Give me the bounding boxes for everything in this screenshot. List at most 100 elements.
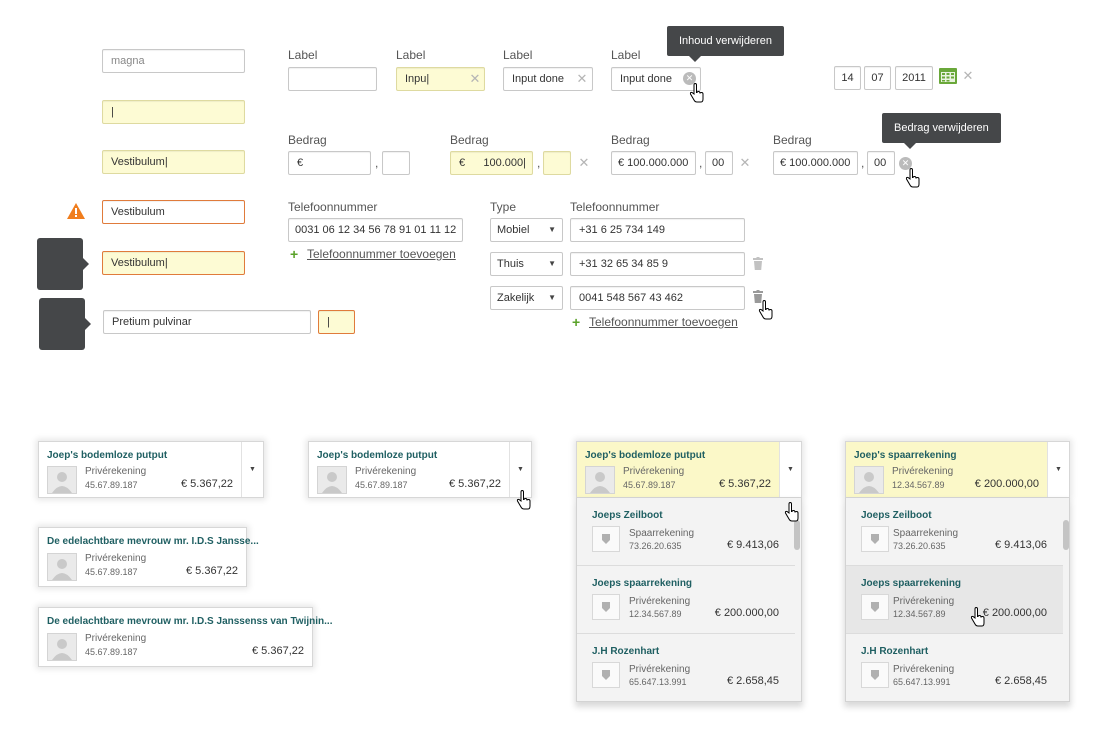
account-option[interactable]: Joeps spaarrekening Privérekening 12.34.… [577,566,795,634]
amount-input-done-hover[interactable]: € 100.000.000 [773,151,858,175]
warning-icon [67,203,85,219]
cents-input-empty[interactable] [382,151,410,175]
avatar-icon [317,466,347,494]
account-number: 45.67.89.187 [623,480,676,490]
text-input-focused-filled[interactable]: Vestibulum| [102,150,245,174]
label-input-typing[interactable]: Inpu| [396,67,485,91]
hand-cursor-icon [784,502,799,522]
plus-icon: + [290,246,299,262]
account-amount: € 9.413,06 [995,539,1047,551]
trash-icon[interactable] [753,257,763,270]
field-label: Bedrag [288,133,327,147]
text-input-error-focused[interactable]: Vestibulum| [102,251,245,275]
account-dropdown-list: Joeps Zeilboot Spaarrekening 73.26.20.63… [845,498,1070,702]
clear-circle-icon[interactable]: ✕ [683,72,696,85]
account-option[interactable]: Joeps Zeilboot Spaarrekening 73.26.20.63… [577,498,795,566]
label-input-empty[interactable] [288,67,377,91]
phone-type-select[interactable]: Thuis▼ [490,252,563,276]
scrollbar-thumb[interactable] [794,520,800,550]
phone-number-input[interactable]: +31 32 65 34 85 9 [570,252,745,276]
account-name: J.H Rozenhart [592,646,660,657]
calendar-icon[interactable] [939,68,957,84]
cents-input-done-hover[interactable]: 00 [867,151,895,175]
shield-icon [861,662,889,688]
account-dropdown-list: Joeps Zeilboot Spaarrekening 73.26.20.63… [576,498,802,702]
account-name: J.H Rozenhart [861,646,929,657]
account-selector-wide[interactable]: De edelachtbare mevrouw mr. I.D.S Jansse… [38,607,332,667]
clear-circle-icon[interactable]: ✕ [899,157,912,170]
cents-input-focused[interactable] [543,151,571,175]
label-input-value: Inpu [405,73,427,85]
phone-number-input[interactable]: +31 6 25 734 149 [570,218,745,242]
account-number: 45.67.89.187 [85,480,138,490]
text-input-focused-empty[interactable]: | [102,100,245,124]
account-number: 45.67.89.187 [85,567,138,577]
account-number: 73.26.20.635 [629,541,682,551]
account-amount: € 5.367,22 [186,565,238,577]
decimal-comma: , [861,156,865,170]
phone-number-input[interactable]: 0041 548 567 43 462 [570,286,745,310]
date-month-input[interactable]: 07 [864,66,891,90]
date-day-input[interactable]: 14 [834,66,861,90]
amount-input-done[interactable]: € 100.000.000 [611,151,696,175]
account-type: Privérekening [893,664,955,675]
phone-type-select[interactable]: Mobiel▼ [490,218,563,242]
account-option[interactable]: J.H Rozenhart Privérekening 65.647.13.99… [846,634,1063,702]
trash-icon[interactable] [753,290,763,303]
dropdown-toggle[interactable]: ▼ [509,442,531,497]
dropdown-toggle[interactable]: ▼ [241,442,263,497]
shield-icon [861,594,889,620]
date-year-input[interactable]: 2011 [895,66,933,90]
phone-input-long[interactable]: 0031 06 12 34 56 78 91 01 11 12 [288,218,463,242]
field-label: Label [611,48,641,62]
shield-icon [861,526,889,552]
account-type: Privérekening [85,466,147,477]
field-label: Type [490,200,517,214]
account-number: 65.647.13.991 [629,677,687,687]
account-type: Privérekening [893,596,955,607]
hand-cursor-icon [905,168,920,188]
account-name: De edelachtbare mevrouw mr. I.D.S Jansse… [47,616,333,627]
text-input-placeholder[interactable]: magna [102,49,245,73]
phone-type-select[interactable]: Zakelijk▼ [490,286,563,310]
amount-typing-text: 100.000 [483,157,524,169]
account-selector-hover[interactable]: Joep's bodemloze putput Privérekening 45… [308,441,532,498]
avatar-icon [585,466,615,494]
clear-date-icon[interactable]: ✕ [962,68,974,83]
dropdown-toggle[interactable]: ▼ [779,442,801,497]
add-phone-link[interactable]: Telefoonnummer toevoegen [307,247,456,261]
field-label: Telefoonnummer [288,200,378,214]
account-selector-open[interactable]: Joep's spaarrekening Privérekening 12.34… [845,441,1070,498]
account-type: Spaarrekening [893,528,959,539]
clear-icon[interactable]: ✕ [576,71,588,86]
account-option-hover[interactable]: Joeps spaarrekening Privérekening 12.34.… [846,566,1063,634]
clear-icon[interactable]: ✕ [739,155,751,170]
account-option[interactable]: Joeps Zeilboot Spaarrekening 73.26.20.63… [846,498,1063,566]
label-input-done-hover[interactable]: Input done [611,67,701,91]
clear-icon[interactable]: ✕ [578,155,590,170]
account-number: 12.34.567.89 [893,609,946,619]
dropdown-toggle[interactable]: ▼ [1047,442,1069,497]
tooltip-clear-amount: Bedrag verwijderen [882,113,1001,149]
amount-input-typing[interactable]: € 100.000| [450,151,533,175]
text-input-error[interactable]: Vestibulum [102,200,245,224]
clear-icon[interactable]: ✕ [469,71,481,86]
cents-input-done[interactable]: 00 [705,151,733,175]
amount-input-empty[interactable]: € [288,151,371,175]
account-selector[interactable]: Joep's bodemloze putput Privérekening 45… [38,441,264,498]
account-selector-truncated[interactable]: De edelachtbare mevrouw mr. I.D.S Jansse… [38,527,259,587]
text-input-small-error[interactable]: | [318,310,355,334]
field-label: Bedrag [611,133,650,147]
account-name: Joeps Zeilboot [861,510,932,521]
chevron-down-icon: ▼ [787,466,794,473]
text-input-wide[interactable]: Pretium pulvinar [103,310,311,334]
hand-cursor-icon [689,83,704,103]
account-option[interactable]: J.H Rozenhart Privérekening 65.647.13.99… [577,634,795,702]
label-input-done[interactable]: Input done [503,67,593,91]
text-input-value: Vestibulum [111,257,165,269]
add-phone-link[interactable]: Telefoonnummer toevoegen [589,315,738,329]
avatar-icon [47,553,77,581]
account-amount: € 5.367,22 [449,478,501,490]
account-selector-open[interactable]: Joep's bodemloze putput Privérekening 45… [576,441,802,498]
scrollbar-thumb[interactable] [1063,520,1069,550]
